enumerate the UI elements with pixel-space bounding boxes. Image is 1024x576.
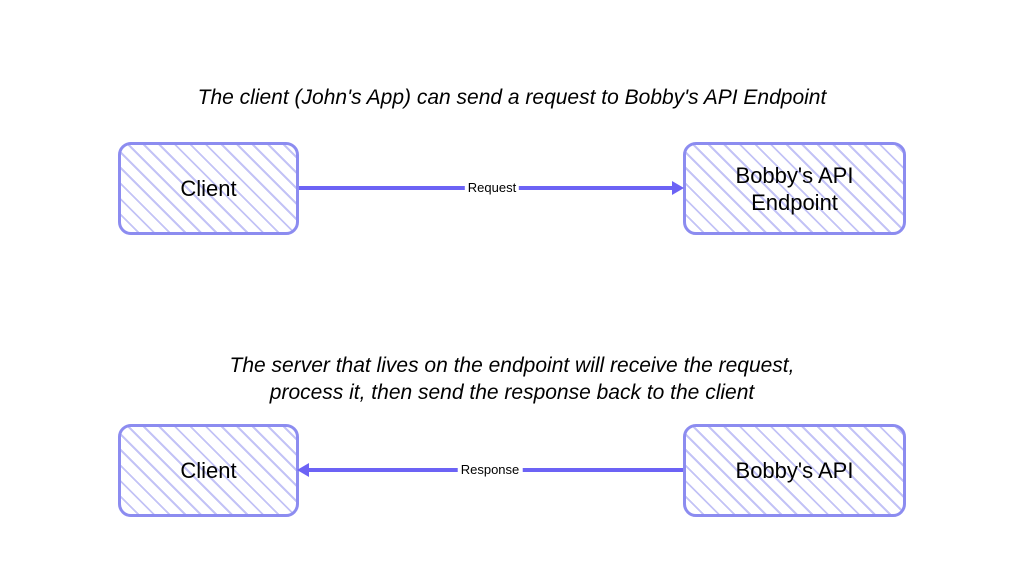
- section-1-caption: The client (John's App) can send a reque…: [197, 86, 827, 109]
- arrow-right-icon: [672, 181, 684, 195]
- node-client-top[interactable]: Client: [118, 142, 299, 235]
- node-bobbys-api-label: Bobby's API: [735, 458, 854, 483]
- section-2-caption: The server that lives on the endpoint wi…: [229, 354, 795, 404]
- node-bobbys-api-endpoint[interactable]: Bobby's API Endpoint: [683, 142, 906, 235]
- node-client-bottom[interactable]: Client: [118, 424, 299, 517]
- edge-label-response: Response: [457, 461, 523, 479]
- edge-label-request: Request: [464, 179, 520, 197]
- node-client-bottom-label: Client: [180, 458, 237, 483]
- node-bobbys-api[interactable]: Bobby's API: [683, 424, 906, 517]
- node-bobbys-api-endpoint-label: Bobby's API Endpoint: [735, 162, 854, 215]
- arrow-left-icon: [297, 463, 309, 477]
- node-client-top-label: Client: [180, 176, 237, 201]
